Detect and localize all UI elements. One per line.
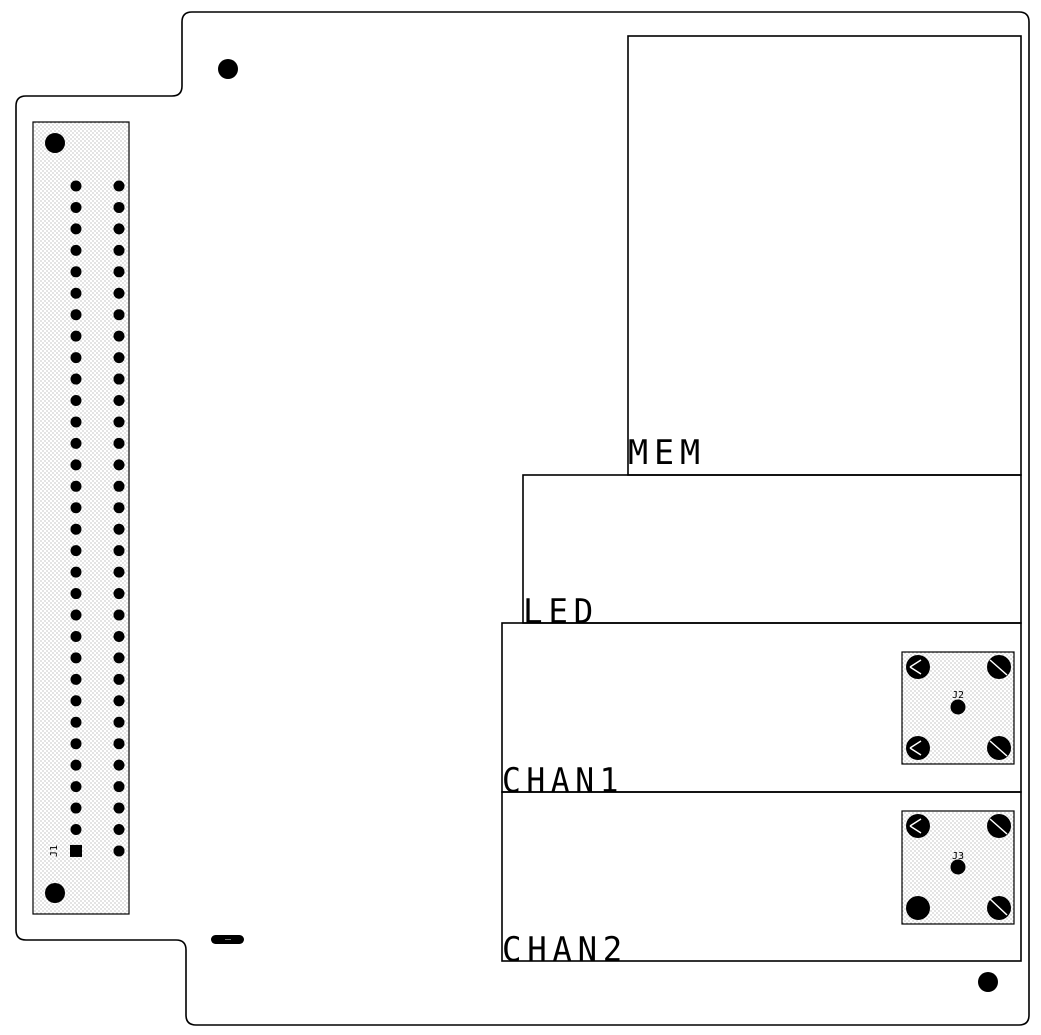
j1-pin (113, 416, 125, 428)
j1-pin (70, 802, 82, 814)
j1-pin (70, 588, 82, 600)
j2-label: J2 (952, 690, 964, 701)
j1-pin (113, 437, 125, 449)
j1-mounting-hole-bottom (45, 883, 65, 903)
connector-j1: J1 (32, 121, 130, 915)
j1-pin (113, 695, 125, 707)
j1-pin (113, 630, 125, 642)
region-chan1-label: CHAN1 (502, 761, 624, 801)
j1-pin (113, 609, 125, 621)
connector-j3: J3 (901, 810, 1015, 925)
j1-pin (70, 437, 82, 449)
j3-pad-top-left (906, 814, 930, 838)
j1-mounting-hole-top (45, 133, 65, 153)
j1-pin (70, 416, 82, 428)
j1-pin (70, 459, 82, 471)
j1-pin (70, 695, 82, 707)
j1-pin (113, 588, 125, 600)
j1-pin (70, 287, 82, 299)
j1-pin-array (70, 180, 125, 857)
j1-pin (113, 545, 125, 557)
j1-pin (70, 545, 82, 557)
j1-pin (113, 223, 125, 235)
j1-pin (113, 201, 125, 213)
j1-pin (113, 716, 125, 728)
j1-pin-1-square (70, 844, 82, 857)
j1-pin (113, 309, 125, 321)
region-chan2: CHAN2 (501, 791, 1022, 970)
j1-pin (113, 523, 125, 535)
mounting-hole-bottom-right (978, 972, 998, 992)
j1-pin (113, 373, 125, 385)
j1-pin (70, 630, 82, 642)
j1-pin (70, 566, 82, 578)
j1-pin (113, 244, 125, 256)
j1-pin (113, 287, 125, 299)
j1-pin (113, 673, 125, 685)
board-outline (15, 11, 1030, 1026)
j1-pin (113, 652, 125, 664)
j1-pin (70, 652, 82, 664)
j1-pin (113, 459, 125, 471)
j1-pin (70, 523, 82, 535)
j1-pin (113, 480, 125, 492)
j2-pad-center (950, 699, 966, 715)
j1-pin (113, 566, 125, 578)
connector-j1-body (32, 121, 130, 915)
region-chan2-outline (501, 791, 1022, 962)
j1-pin (70, 480, 82, 492)
j1-pin (70, 502, 82, 514)
j1-pin (113, 266, 125, 278)
j1-pin (70, 201, 82, 213)
j1-pin (70, 223, 82, 235)
j1-pin (113, 802, 125, 814)
mounting-hole-top (218, 59, 238, 79)
region-led: LED (522, 474, 1022, 632)
j1-pin (70, 330, 82, 342)
j2-pad-top-left (906, 655, 930, 679)
j1-pin (70, 244, 82, 256)
j1-pin (70, 609, 82, 621)
j3-pad-center (950, 859, 966, 875)
j1-pin (113, 824, 125, 835)
j1-pin (113, 395, 125, 406)
region-chan1: CHAN1 (501, 622, 1022, 801)
j1-pin (70, 180, 82, 192)
region-led-label: LED (523, 592, 599, 632)
region-chan2-label: CHAN2 (502, 930, 628, 970)
j2-pad-bottom-left (906, 736, 930, 760)
j1-pin (70, 352, 82, 364)
j1-pin (113, 502, 125, 514)
j1-pin (70, 309, 82, 321)
region-mem-outline (627, 35, 1022, 476)
j1-pin (113, 781, 125, 793)
j3-pad-bottom-left (906, 896, 930, 920)
j3-label: J3 (952, 851, 964, 862)
j1-pin (70, 673, 82, 685)
j1-pin (113, 738, 125, 750)
j1-pin (70, 716, 82, 728)
j1-pin (113, 759, 125, 771)
connector-j2: J2 (901, 651, 1015, 765)
j1-pin (70, 266, 82, 278)
j1-pin (70, 738, 82, 750)
j1-pin (70, 759, 82, 771)
j1-pin (113, 180, 125, 192)
region-mem-label: MEM (628, 433, 706, 473)
j1-pin (113, 330, 125, 342)
region-mem: MEM (627, 35, 1022, 476)
j1-pin (113, 352, 125, 364)
j1-label: J1 (49, 845, 60, 857)
j1-pin (70, 824, 82, 835)
j1-pin (70, 373, 82, 385)
j1-pin (70, 395, 82, 406)
j1-pin (113, 845, 125, 857)
j1-pin (70, 781, 82, 793)
